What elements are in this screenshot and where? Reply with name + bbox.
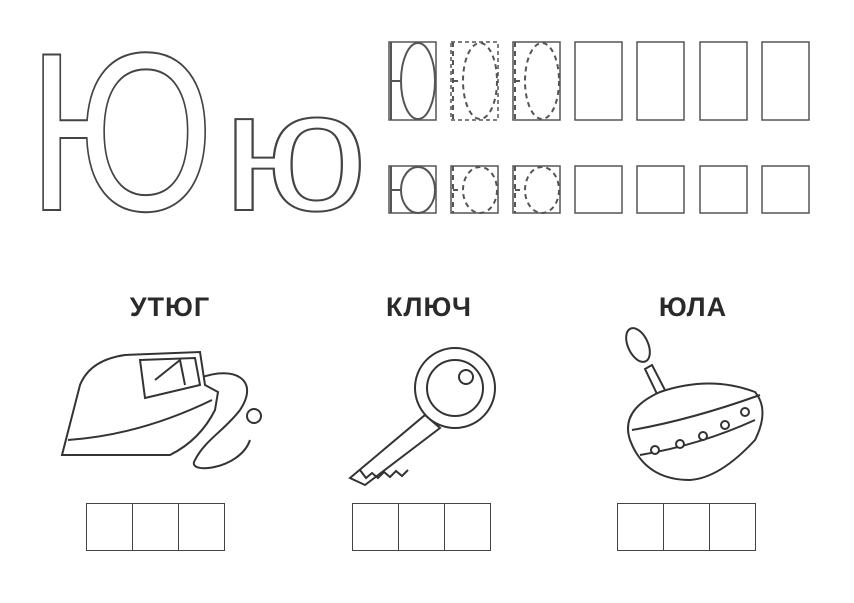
big-letter-lower: ю: [222, 55, 368, 247]
spinning-top-icon: [625, 327, 764, 482]
answer-cell[interactable]: [133, 504, 179, 550]
word-label-iron: УТЮГ: [129, 292, 211, 322]
iron-icon: [60, 350, 262, 470]
answer-cell[interactable]: [445, 504, 490, 550]
answer-boxes-top[interactable]: [617, 503, 756, 551]
answer-cell[interactable]: [399, 504, 445, 550]
word-label-top: ЮЛА: [658, 292, 728, 322]
answer-cell[interactable]: [664, 504, 710, 550]
answer-boxes-key[interactable]: [352, 503, 491, 551]
tracing-row-upper[interactable]: [388, 41, 810, 121]
key-icon: [348, 347, 496, 487]
answer-cell[interactable]: [618, 504, 664, 550]
answer-cell[interactable]: [353, 504, 399, 550]
answer-cell[interactable]: [87, 504, 133, 550]
big-letter-upper: Ю: [28, 5, 214, 258]
answer-boxes-iron[interactable]: [86, 503, 225, 551]
answer-cell[interactable]: [179, 504, 224, 550]
word-label-key: КЛЮЧ: [386, 292, 472, 322]
answer-cell[interactable]: [710, 504, 755, 550]
tracing-row-lower[interactable]: [388, 165, 810, 214]
